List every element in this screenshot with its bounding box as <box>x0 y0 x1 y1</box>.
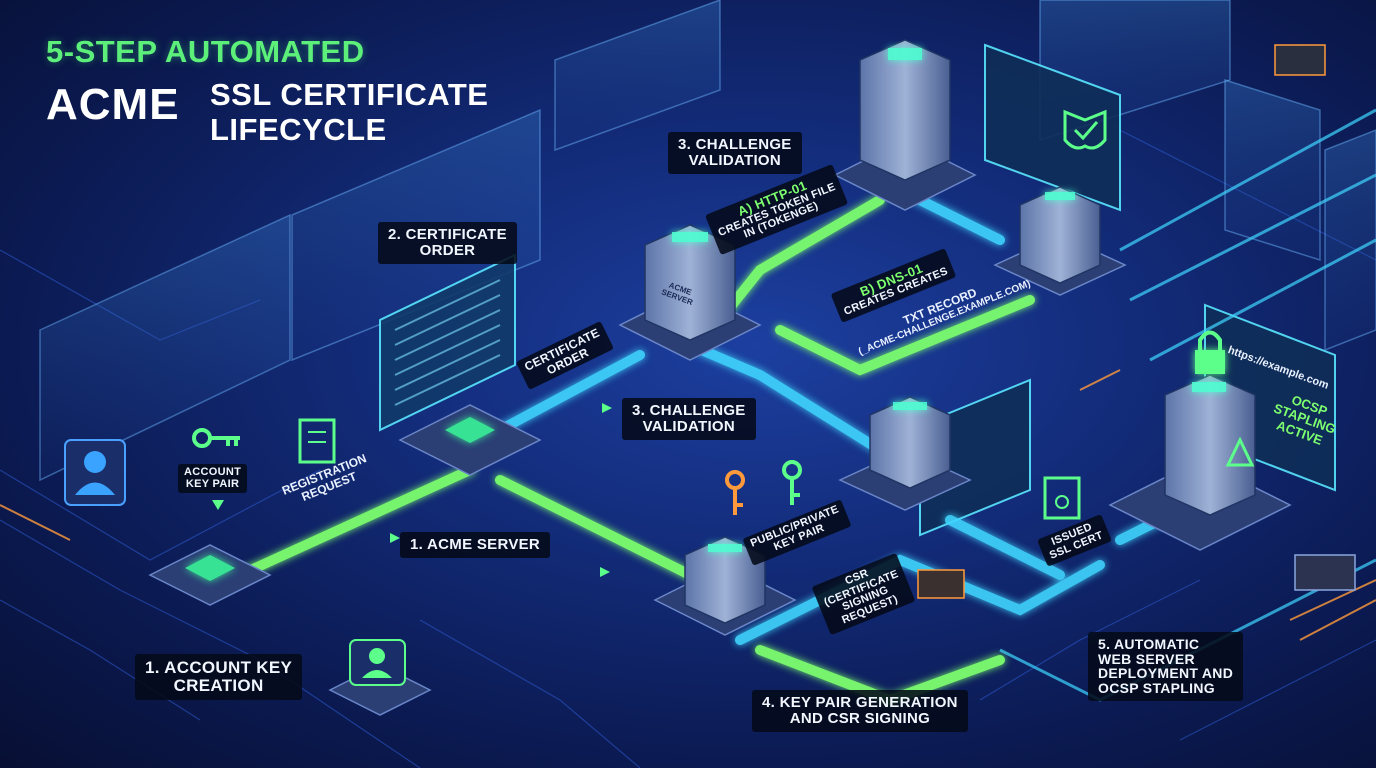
user-icon <box>64 439 126 506</box>
step-3-top-label: 3. CHALLENGE VALIDATION <box>668 132 802 174</box>
account-key-pair-label: ACCOUNT KEY PAIR <box>178 464 248 494</box>
step-3-top-line-b: VALIDATION <box>688 151 782 169</box>
step-3-mid-line-b: VALIDATION <box>642 417 736 435</box>
acme-logo-text: ACME <box>46 80 180 129</box>
step-5-line-d: OCSP STAPLING <box>1098 680 1215 697</box>
acme-server-label: 1. ACME SERVER <box>400 532 551 558</box>
step-3-top-line-a: 3. CHALLENGE <box>678 136 792 153</box>
step-3-mid-label: 3. CHALLENGE VALIDATION <box>622 398 756 440</box>
step-1-label: 1. ACCOUNT KEY CREATION <box>135 654 303 700</box>
step-2-label: 2. CERTIFICATE ORDER <box>378 222 517 264</box>
step-3-mid-line-a: 3. CHALLENGE <box>632 402 746 419</box>
account-key-line-b: KEY PAIR <box>185 477 240 490</box>
padlock-icon <box>1195 330 1225 374</box>
step-5-line-b: WEB SERVER <box>1098 650 1195 667</box>
chip-icon <box>917 44 1356 599</box>
step-5-line-c: DEPLOYMENT AND <box>1098 665 1234 682</box>
step-2-line-b: ORDER <box>419 241 476 259</box>
key-icon <box>725 470 745 515</box>
step-1-line-a: 1. ACCOUNT KEY <box>145 658 293 677</box>
title-line-2a: SSL CERTIFICATE <box>210 77 489 112</box>
step-5-line-a: 5. AUTOMATIC <box>1098 636 1200 652</box>
key-icon <box>192 428 240 448</box>
user-icon <box>349 639 406 686</box>
step-4-line-b: AND CSR SIGNING <box>789 709 931 727</box>
step-4-line-a: 4. KEY PAIR GENERATION <box>762 694 958 711</box>
title-line-2b: LIFECYCLE <box>210 111 387 147</box>
title-line-1: 5-STEP AUTOMATED <box>46 34 365 69</box>
certificate-icon <box>1043 476 1081 520</box>
title-line-2: SSL CERTIFICATE LIFECYCLE <box>210 77 489 147</box>
shield-check-icon <box>1063 109 1107 150</box>
step-5-label: 5. AUTOMATIC WEB SERVER DEPLOYMENT AND O… <box>1088 632 1244 701</box>
key-icon <box>782 460 802 505</box>
step-1-line-b: CREATION <box>173 675 264 695</box>
warning-icon <box>1225 436 1255 467</box>
account-key-line-a: ACCOUNT <box>184 466 242 478</box>
step-4-label: 4. KEY PAIR GENERATION AND CSR SIGNING <box>752 690 968 732</box>
step-2-line-a: 2. CERTIFICATE <box>388 226 507 243</box>
document-icon <box>298 418 336 464</box>
